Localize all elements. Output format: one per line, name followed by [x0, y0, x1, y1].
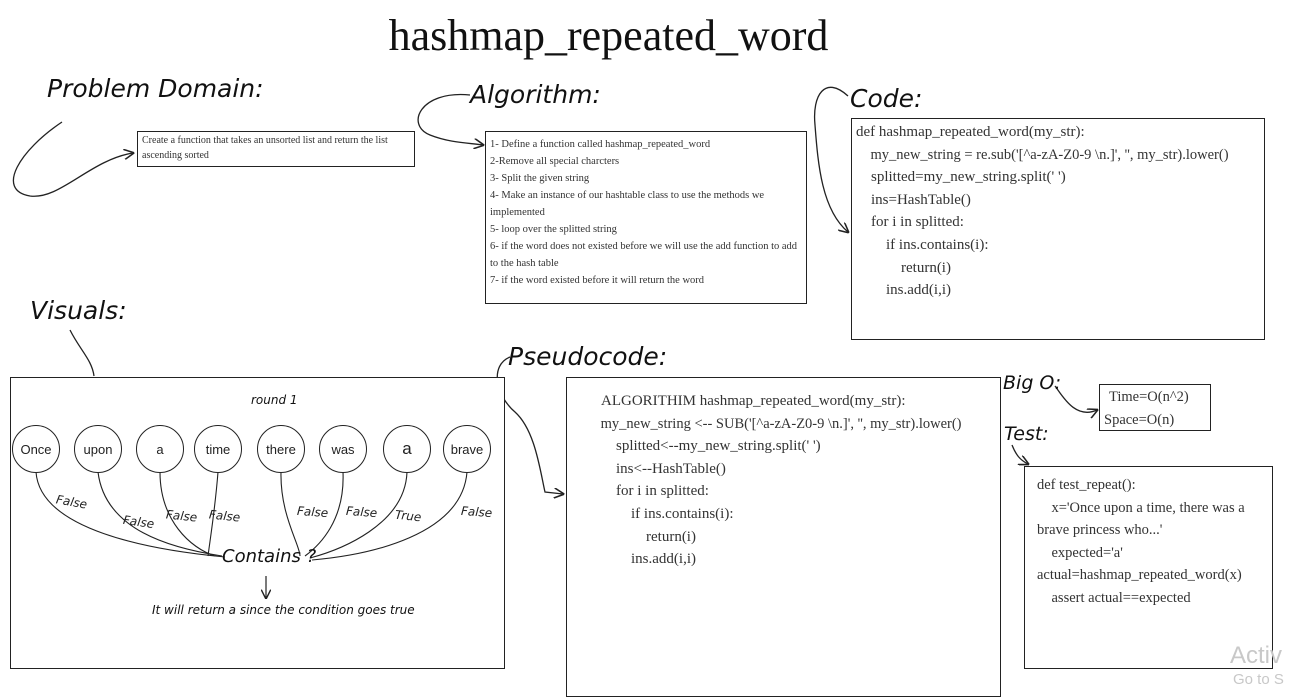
- round-label: round 1: [251, 393, 298, 407]
- page-title: hashmap_repeated_word: [388, 11, 829, 60]
- test-heading: Test:: [1004, 423, 1049, 445]
- code-line: def hashmap_repeated_word(my_str):: [856, 124, 1085, 140]
- algorithm-step: 7- if the word existed before it will re…: [490, 275, 705, 286]
- algorithm-heading: Algorithm:: [470, 80, 601, 109]
- pseudocode-line: return(i): [601, 528, 696, 545]
- word-node: a: [383, 425, 431, 473]
- algorithm-step: 4- Make an instance of our hashtable cla…: [490, 190, 767, 218]
- edge-upon: [97, 471, 223, 557]
- edge-there: [280, 471, 301, 557]
- code-line: ins.add(i,i): [856, 282, 951, 299]
- edge-result-label: False: [345, 503, 378, 521]
- word-node: there: [257, 425, 305, 473]
- test-line: actual=hashmap_repeated_word(x): [1037, 567, 1242, 584]
- pseudocode-heading: Pseudocode:: [508, 342, 668, 371]
- test-line: brave princess who...': [1037, 522, 1163, 539]
- word-node: Once: [12, 425, 60, 473]
- algorithm-step: 1- Define a function called hashmap_repe…: [490, 139, 711, 150]
- word-node: upon: [74, 425, 122, 473]
- visuals-pointer: [69, 329, 95, 377]
- code-box: def hashmap_repeated_word(my_str): my_ne…: [851, 118, 1265, 340]
- big-o-box: Time=O(n^2) Space=O(n): [1099, 384, 1211, 431]
- visuals-heading: Visuals:: [30, 296, 127, 325]
- pseudocode-line: splitted<--my_new_string.split(' '): [601, 438, 821, 455]
- word-node: was: [319, 425, 367, 473]
- big-o-time: Time=O(n^2): [1109, 389, 1189, 405]
- pseudocode-line: ALGORITHIM hashmap_repeated_word(my_str)…: [601, 393, 906, 409]
- edge-time: [207, 471, 219, 557]
- code-line: my_new_string = re.sub('[^a-zA-Z0-9 \n.]…: [856, 146, 1229, 163]
- algorithm-step: 2-Remove all special charcters: [490, 156, 620, 167]
- code-line: for i in splitted:: [856, 214, 964, 231]
- pseudocode-arrow: [496, 356, 563, 494]
- edge-a2: [309, 471, 408, 559]
- test-line: expected='a': [1037, 544, 1123, 561]
- problem-domain-text: Create a function that takes an unsorted…: [142, 135, 391, 161]
- algorithm-box: 1- Define a function called hashmap_repe…: [485, 131, 807, 304]
- algorithm-step: 3- Split the given string: [490, 173, 590, 184]
- word-node: a: [136, 425, 184, 473]
- algorithm-step: 6- if the word does not existed before w…: [490, 241, 800, 269]
- test-box: def test_repeat(): x='Once upon a time, …: [1024, 466, 1273, 669]
- edge-brave: [311, 471, 468, 561]
- algorithm-arrow: [417, 93, 483, 145]
- pseudocode-line: ins<--HashTable(): [601, 460, 726, 477]
- code-arrow: [813, 86, 848, 232]
- big-o-arrow: [1054, 385, 1097, 412]
- code-line: return(i): [856, 259, 951, 276]
- problem-domain-heading: Problem Domain:: [47, 74, 264, 103]
- code-line: ins=HashTable(): [856, 191, 971, 208]
- word-node: time: [194, 425, 242, 473]
- edge-result-label: True: [394, 507, 422, 525]
- pseudocode-line: ins.add(i,i): [601, 551, 696, 568]
- big-o-heading: Big O:: [1003, 372, 1062, 394]
- problem-domain-box: Create a function that takes an unsorted…: [137, 131, 415, 167]
- pseudocode-line: my_new_string <-- SUB('[^a-zA-Z0-9 \n.]'…: [597, 415, 962, 432]
- edge-once: [35, 471, 226, 558]
- watermark-line1: Activ: [1230, 642, 1283, 669]
- edge-result-label: False: [296, 503, 329, 521]
- test-line: assert actual==expected: [1037, 589, 1191, 606]
- big-o-space: Space=O(n): [1104, 411, 1175, 428]
- contains-label: Contains ?: [222, 546, 317, 567]
- conclusion-text: It will return a since the condition goe…: [152, 603, 415, 617]
- pseudocode-line: for i in splitted:: [601, 483, 709, 500]
- word-node: brave: [443, 425, 491, 473]
- code-line: splitted=my_new_string.split(' '): [856, 169, 1066, 186]
- code-heading: Code:: [850, 84, 923, 113]
- code-line: if ins.contains(i):: [856, 236, 989, 253]
- edge-was: [304, 471, 344, 557]
- edge-a1: [159, 471, 216, 557]
- test-arrow: [1011, 444, 1028, 464]
- watermark-line2: Go to S: [1233, 671, 1284, 688]
- pseudocode-line: if ins.contains(i):: [601, 505, 734, 522]
- activation-watermark: Activ Go to S: [1230, 642, 1291, 693]
- test-line: def test_repeat():: [1037, 477, 1136, 493]
- algorithm-step: 5- loop over the splitted string: [490, 224, 617, 235]
- problem-domain-arrow: [12, 121, 133, 197]
- pseudocode-box: ALGORITHIM hashmap_repeated_word(my_str)…: [566, 377, 1001, 697]
- test-line: x='Once upon a time, there was a: [1037, 499, 1245, 516]
- edge-result-label: False: [460, 503, 493, 521]
